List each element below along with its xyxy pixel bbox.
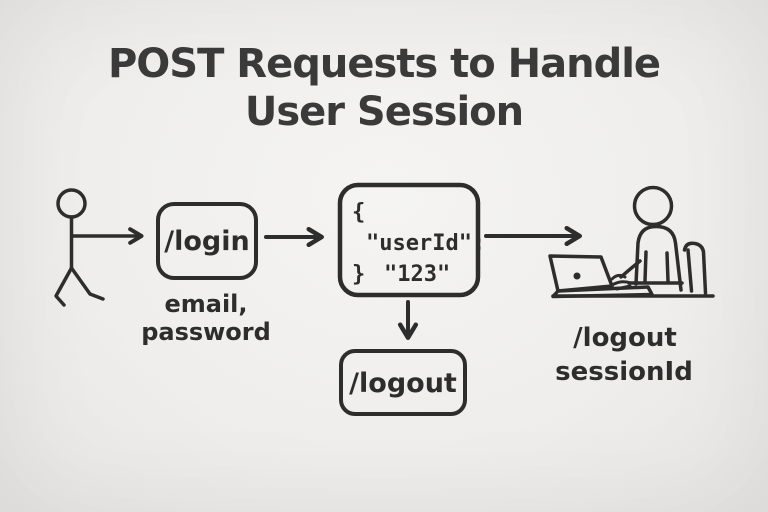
client-caption-line-1: /logout: [573, 323, 677, 353]
login-params-caption: email, password: [141, 290, 271, 346]
login-node-box: [156, 202, 258, 280]
response-value: "123": [384, 262, 450, 287]
stick-figure-head: [56, 188, 87, 219]
stick-figure-right-leg: [69, 266, 105, 301]
login-endpoint-node: /login: [156, 202, 258, 280]
person-head: [632, 185, 674, 227]
stick-figure-left-leg: [54, 266, 74, 307]
logout-node-label: /logout: [349, 368, 457, 399]
response-brace-close: }: [352, 262, 365, 287]
response-node-box: [337, 182, 481, 298]
response-field: "userId":: [366, 231, 485, 256]
response-json-node: { "userId": } "123": [337, 182, 485, 298]
response-brace-open: {: [352, 200, 365, 225]
logout-node-box: [339, 349, 467, 416]
laptop-screen: [548, 254, 614, 293]
login-params-line-1: email,: [164, 290, 247, 318]
login-node-label: /login: [164, 226, 249, 257]
person-at-laptop-icon: [548, 185, 715, 299]
person-hand-on-keyboard: [610, 273, 633, 291]
stick-figure-user-icon: [54, 188, 105, 307]
title-line-1: POST Requests to Handle: [107, 41, 661, 87]
chair-back-inner: [686, 248, 694, 293]
laptop-logo-dot: [573, 272, 581, 280]
diagram-title: POST Requests to Handle User Session: [0, 40, 768, 136]
client-caption-line-2: sessionId: [555, 357, 693, 387]
logout-endpoint-node: /logout: [339, 349, 467, 416]
login-params-line-2: password: [141, 318, 271, 346]
person-right-arm: [665, 251, 670, 283]
client-request-caption: /logout sessionId: [555, 323, 693, 387]
person-left-arm: [643, 250, 648, 283]
title-line-2: User Session: [244, 89, 524, 135]
person-torso: [634, 224, 683, 292]
chair-back: [682, 241, 708, 295]
